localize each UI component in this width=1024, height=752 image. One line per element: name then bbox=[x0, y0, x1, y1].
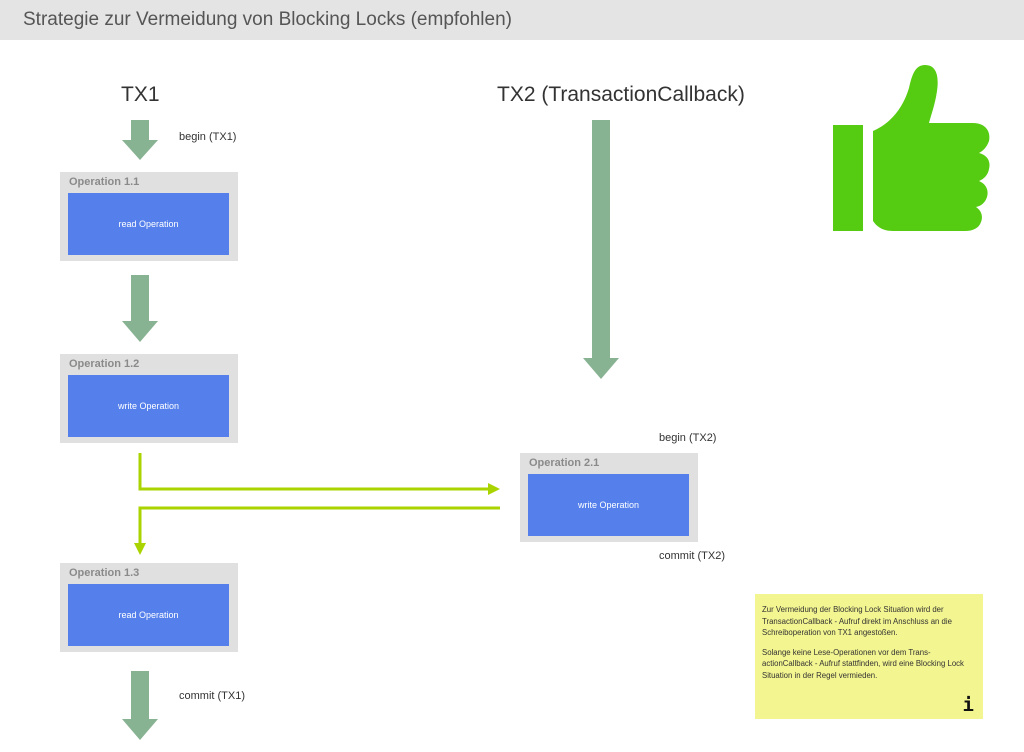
operation-title: Operation 1.2 bbox=[69, 358, 140, 370]
label-commit-tx1: commit (TX1) bbox=[179, 690, 245, 702]
operation-2-1: Operation 2.1 write Operation bbox=[520, 453, 698, 542]
flow-arrow-to-op1-3 bbox=[134, 506, 500, 555]
operation-action-label: write Operation bbox=[577, 500, 640, 510]
note-paragraph-2: Solange keine Lese-Operationen vor dem T… bbox=[762, 647, 964, 680]
operation-action-label: write Operation bbox=[117, 401, 180, 411]
operation-title: Operation 1.3 bbox=[69, 567, 140, 579]
note-paragraph-1: Zur Vermeidung der Blocking Lock Situati… bbox=[762, 605, 952, 637]
tx1-arrow-op1-op2 bbox=[122, 275, 158, 342]
flow-arrow-to-op2-1 bbox=[138, 453, 500, 495]
label-begin-tx2: begin (TX2) bbox=[659, 432, 717, 444]
label-commit-tx2: commit (TX2) bbox=[659, 550, 725, 562]
operation-1-1: Operation 1.1 read Operation bbox=[60, 172, 238, 261]
label-begin-tx1: begin (TX1) bbox=[179, 131, 237, 143]
page-title: Strategie zur Vermeidung von Blocking Lo… bbox=[23, 9, 512, 30]
operation-action-label: read Operation bbox=[118, 610, 179, 620]
operation-action-box: read Operation bbox=[68, 193, 229, 255]
tx2-begin-arrow bbox=[583, 120, 619, 379]
header-bar: Strategie zur Vermeidung von Blocking Lo… bbox=[0, 0, 1024, 40]
operation-title: Operation 2.1 bbox=[529, 457, 600, 469]
info-note: Zur Vermeidung der Blocking Lock Situati… bbox=[755, 594, 983, 719]
thumbs-up-icon bbox=[833, 65, 990, 231]
tx1-begin-arrow bbox=[122, 120, 158, 160]
operation-action-box: write Operation bbox=[528, 474, 689, 536]
lane-title-tx2: TX2 (TransactionCallback) bbox=[497, 83, 745, 106]
operation-1-2: Operation 1.2 write Operation bbox=[60, 354, 238, 443]
operation-1-3: Operation 1.3 read Operation bbox=[60, 563, 238, 652]
tx1-commit-arrow bbox=[122, 671, 158, 740]
operation-title: Operation 1.1 bbox=[69, 176, 140, 188]
lane-title-tx1: TX1 bbox=[121, 83, 160, 106]
info-icon: i bbox=[962, 694, 974, 716]
operation-action-box: read Operation bbox=[68, 584, 229, 646]
operation-action-label: read Operation bbox=[118, 219, 179, 229]
operation-action-box: write Operation bbox=[68, 375, 229, 437]
